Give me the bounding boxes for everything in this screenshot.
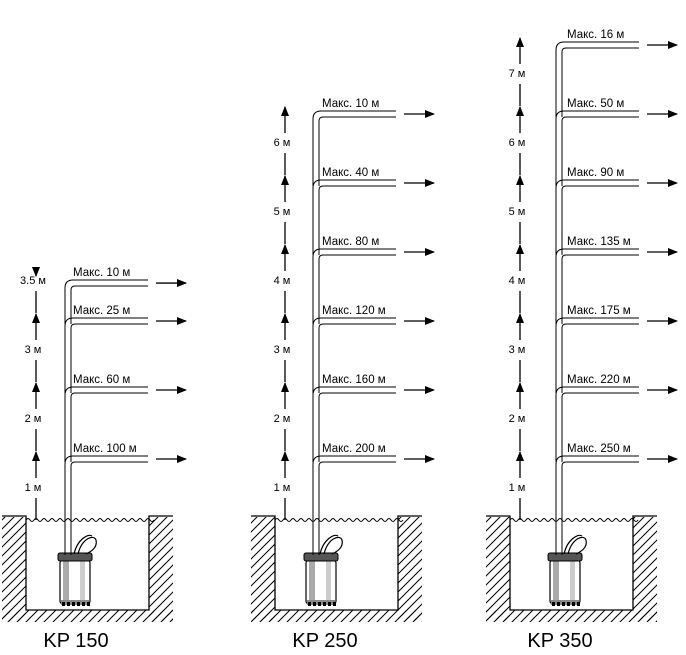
head-arrows: 1 м 2 м 3 м 3.5 м	[20, 267, 46, 520]
pump-diagram-2: 1 м 2 м 3 м 4 м 5 м 6 м 7 м Макс. 250 м Макс. 22…	[486, 29, 678, 652]
pump-body	[547, 534, 587, 606]
pit-outline	[486, 515, 657, 611]
ground-hatching	[486, 514, 657, 622]
height-label: 4 м	[509, 275, 526, 287]
max-distance-label: Макс. 220 м	[567, 374, 631, 386]
water-surface	[25, 518, 155, 522]
height-label: 3.5 м	[20, 275, 46, 287]
height-label: 6 м	[274, 137, 291, 149]
height-label: 1 м	[509, 482, 526, 494]
max-distance-label: Макс. 50 м	[567, 98, 624, 110]
max-distance-label: Макс. 175 м	[567, 305, 631, 317]
max-distance-label: Макс. 135 м	[567, 236, 631, 248]
ground-hatching	[2, 514, 173, 622]
height-label: 4 м	[274, 275, 291, 287]
height-label: 2 м	[509, 413, 526, 425]
height-label: 6 м	[509, 137, 526, 149]
height-label: 5 м	[509, 206, 526, 218]
max-distance-label: Макс. 80 м	[322, 236, 379, 248]
height-label: 7 м	[509, 68, 526, 80]
height-label: 2 м	[274, 413, 291, 425]
max-distance-label: Макс. 10 м	[73, 267, 130, 279]
head-arrows: 1 м 2 м 3 м 4 м 5 м 6 м 7 м	[509, 37, 526, 520]
max-distance-label: Макс. 250 м	[567, 443, 631, 455]
max-distance-label: Макс. 100 м	[73, 443, 137, 455]
height-label: 3 м	[274, 344, 291, 356]
water-surface	[509, 518, 639, 522]
max-distance-label: Макс. 10 м	[322, 98, 379, 110]
pit-outline	[2, 515, 173, 611]
pump-body	[57, 534, 97, 606]
pit-outline	[251, 515, 422, 611]
max-distance-label: Макс. 90 м	[567, 167, 624, 179]
height-label: 2 м	[25, 413, 42, 425]
max-distance-label: Макс. 160 м	[322, 374, 386, 386]
height-label: 5 м	[274, 206, 291, 218]
max-distance-label: Макс. 60 м	[73, 374, 130, 386]
discharge-pipes: Макс. 250 м Макс. 220 м Макс. 175 м Макс. 1…	[555, 29, 678, 555]
water-surface	[274, 518, 404, 522]
height-label: 3 м	[509, 344, 526, 356]
pump-model-name: KP 350	[527, 630, 592, 652]
head-arrows: 1 м 2 м 3 м 4 м 5 м 6 м	[274, 106, 291, 520]
max-distance-label: Макс. 40 м	[322, 167, 379, 179]
max-distance-label: Макс. 120 м	[322, 305, 386, 317]
max-distance-label: Макс. 25 м	[73, 305, 130, 317]
height-label: 1 м	[274, 482, 291, 494]
discharge-pipes: Макс. 100 м Макс. 60 м Макс. 25 м Макс. 10 …	[64, 267, 187, 555]
height-label: 1 м	[25, 482, 42, 494]
max-distance-label: Макс. 16 м	[567, 29, 624, 41]
pump-model-name: KP 250	[292, 630, 357, 652]
discharge-pipes: Макс. 200 м Макс. 160 м Макс. 120 м Макс. 8…	[312, 98, 435, 555]
pump-diagram-1: 1 м 2 м 3 м 4 м 5 м 6 м Макс. 200 м Макс. 160 м…	[251, 98, 435, 652]
pump-model-name: KP 150	[43, 630, 108, 652]
ground-hatching	[251, 514, 422, 622]
max-distance-label: Макс. 200 м	[322, 443, 386, 455]
height-label: 3 м	[25, 344, 42, 356]
pump-body	[303, 534, 343, 606]
